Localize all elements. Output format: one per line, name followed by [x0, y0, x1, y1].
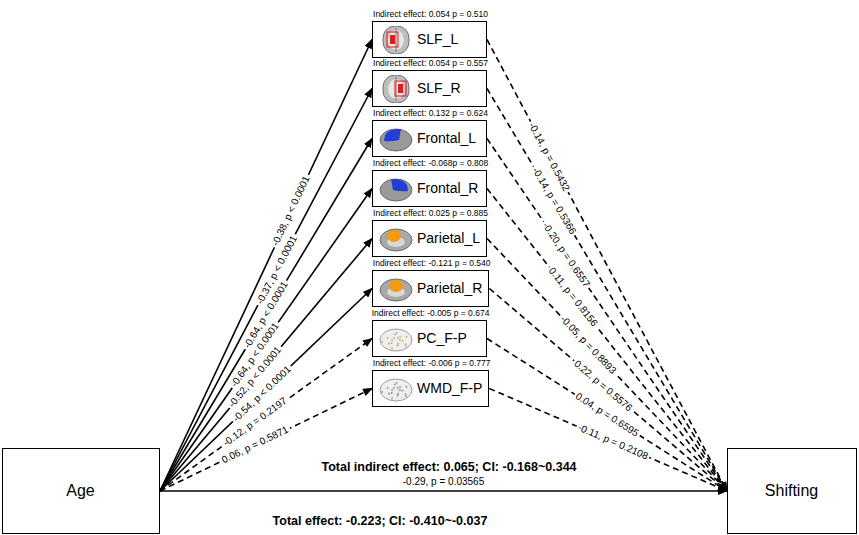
dashed-path [160, 389, 372, 492]
mediator-box: Indirect effect: -0.068p = 0.808Frontal_… [372, 170, 487, 207]
mediator-box: Indirect effect: 0.132 p = 0.624Frontal_… [372, 120, 487, 157]
solid-path [160, 139, 372, 492]
brain-icon [379, 225, 413, 253]
indirect-effect: Indirect effect: -0.121 p = 0.540 [373, 258, 491, 268]
node-label: Parietal_R [417, 280, 482, 296]
brain-icon [379, 26, 413, 54]
indirect-effect: Indirect effect: -0.006 p = 0.777 [373, 358, 491, 368]
brain-icon [379, 275, 413, 303]
mediator-box: Indirect effect: -0.005 p = 0.674PC_F-P [372, 320, 487, 357]
brain-icon [379, 325, 413, 353]
brain-icon [379, 375, 413, 403]
brain-icon [379, 75, 413, 103]
indirect-effect: Indirect effect: -0.068p = 0.808 [373, 158, 488, 168]
mediator-box: Indirect effect: -0.006 p = 0.777WMD_F-P [372, 370, 489, 407]
dashed-path [487, 139, 727, 492]
brain-icon [379, 125, 413, 153]
indirect-effect: Indirect effect: 0.054 p = 0.557 [373, 58, 488, 68]
indirect-effect: Indirect effect: 0.132 p = 0.624 [373, 108, 488, 118]
dashed-path [489, 389, 727, 492]
dashed-path [487, 239, 727, 492]
solid-path [160, 189, 372, 492]
effect-summary: Total indirect effect: 0.065; CI: -0.168… [321, 460, 576, 474]
effect-summary: Total effect: -0.223; CI: -0.410~-0.037 [273, 514, 488, 528]
mediator-box: Indirect effect: 0.054 p = 0.510SLF_L [372, 21, 487, 58]
solid-path [160, 490, 727, 492]
node-label: SLF_R [417, 80, 461, 96]
dashed-path [487, 189, 727, 492]
mediator-box: Indirect effect: -0.121 p = 0.540Parieta… [372, 270, 489, 307]
node-label: Frontal_R [417, 180, 478, 196]
indirect-effect: Indirect effect: 0.054 p = 0.510 [373, 9, 488, 19]
node-label: PC_F-P [417, 330, 467, 346]
brain-icon [379, 175, 413, 203]
indirect-effect: Indirect effect: 0.025 p = 0.885 [373, 208, 488, 218]
node-label: WMD_F-P [417, 380, 482, 396]
dashed-path [487, 40, 727, 492]
indirect-effect: Indirect effect: -0.005 p = 0.674 [372, 308, 490, 318]
variable-box: Age [2, 448, 160, 534]
dashed-path [487, 89, 727, 492]
mediator-box: Indirect effect: 0.025 p = 0.885Parietal… [372, 220, 487, 257]
node-label: Age [66, 482, 94, 500]
mediator-box: Indirect effect: 0.054 p = 0.557SLF_R [372, 70, 487, 107]
solid-path [160, 40, 372, 492]
node-label: Frontal_L [417, 130, 476, 146]
node-label: Parietal_L [417, 230, 480, 246]
node-label: Shifting [765, 482, 818, 500]
variable-box: Shifting [727, 448, 857, 534]
path-coefficient: -0.29, p = 0.03565 [401, 476, 486, 488]
node-label: SLF_L [417, 31, 458, 47]
path-coefficient: -0.11, p = 0.2108 [574, 421, 651, 463]
solid-path [160, 89, 372, 492]
